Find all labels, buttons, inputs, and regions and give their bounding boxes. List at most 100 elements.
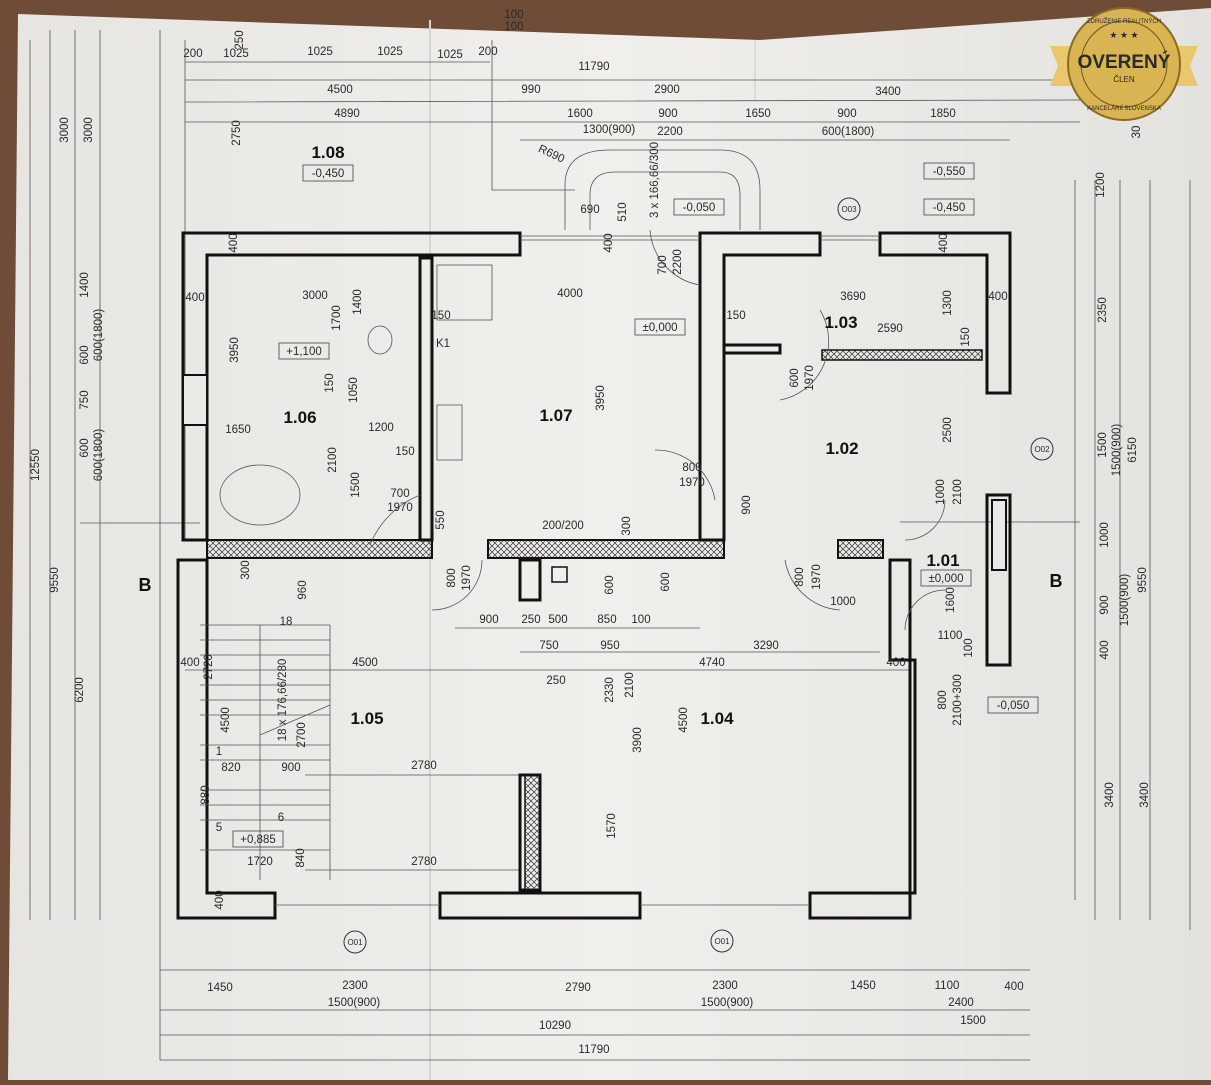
room-number: 1.05 [350, 709, 383, 728]
floor-level: -0,450 [312, 168, 345, 180]
dimension-label: 400 [988, 291, 1007, 303]
dimension-label: 1100 [935, 980, 960, 992]
dimension-label: 1570 [606, 813, 618, 839]
dimension-label: 990 [521, 84, 540, 96]
dimension-label: 3400 [1104, 782, 1116, 808]
dimension-label: 400 [1004, 981, 1023, 993]
level-box [923, 198, 975, 216]
dimension-label: 150 [431, 310, 450, 322]
dimension-label: 2780 [411, 856, 437, 868]
dimension-label: 1970 [461, 565, 473, 591]
floor-level: -0,550 [933, 166, 966, 178]
dimension-label: 400 [185, 292, 204, 304]
window-marker: O03 [841, 205, 857, 214]
verified-member-badge: ★ ★ ★ OVERENÝ ČLEN ZDRUŽENIE REALITNÝCH … [1050, 7, 1198, 121]
room-number: 1.04 [700, 709, 734, 728]
level-box [987, 696, 1039, 714]
dimension-label: 500 [548, 614, 567, 626]
dimension-label: 750 [539, 640, 558, 652]
dimension-label: 1600 [567, 108, 593, 120]
dimension-label: 11790 [578, 61, 609, 73]
dimension-label: 3900 [632, 727, 644, 753]
section-mark: B [139, 575, 152, 595]
level-box [920, 569, 972, 587]
dimension-label: 400 [228, 233, 240, 252]
dimension-label: 1400 [352, 289, 364, 315]
floor-level: -0,450 [933, 202, 966, 214]
dimension-label: 1720 [247, 856, 273, 868]
dimension-label: 9550 [49, 567, 61, 593]
dimension-label: 800 [937, 690, 949, 709]
dimension-label: 4500 [352, 657, 378, 669]
dimension-label: 1850 [930, 108, 956, 120]
dimension-label: 18 [280, 616, 293, 628]
level-box [232, 830, 284, 848]
dimension-label: 9550 [1137, 567, 1149, 593]
dimension-label: 200/200 [542, 520, 584, 532]
window-marker: O01 [347, 938, 363, 947]
dimension-label: 250 [234, 30, 246, 49]
dimension-label: 1970 [804, 365, 816, 391]
dimension-label: 800 [794, 567, 806, 586]
dimension-label: 300 [621, 516, 633, 535]
dimension-label: 6150 [1127, 437, 1139, 463]
dimension-label: 1650 [225, 424, 251, 436]
dimension-label: 400 [603, 233, 615, 252]
dimension-label: 2350 [1097, 297, 1109, 323]
dimension-label: 900 [281, 762, 300, 774]
dimension-label: 3690 [840, 291, 866, 303]
dimension-label: 4000 [557, 288, 583, 300]
dimension-label: 1500(900) [1119, 574, 1131, 627]
floor-level: ±0,000 [928, 573, 963, 585]
dimension-label: 1970 [387, 502, 413, 514]
dimension-label: 2790 [565, 982, 591, 994]
dimension-label: 1600 [945, 587, 957, 613]
level-box [302, 164, 354, 182]
dimension-label: 4500 [678, 707, 690, 733]
dimension-label: 1025 [377, 46, 403, 58]
dimension-label: 1500(900) [328, 997, 381, 1009]
floor-level: +1,100 [286, 346, 322, 358]
level-box [278, 342, 330, 360]
dimension-label: 3950 [595, 385, 607, 411]
dimension-label: 950 [600, 640, 619, 652]
dimension-label: 6 [278, 812, 284, 824]
dimension-label: 4500 [327, 84, 353, 96]
dimension-label: 150 [324, 373, 336, 392]
dimension-label: 10290 [539, 1020, 571, 1032]
dimension-label: 840 [295, 848, 307, 867]
dimension-label: 900 [479, 614, 498, 626]
dimension-label: 4500 [220, 707, 232, 733]
dimension-label: 400 [1099, 640, 1111, 659]
dimension-label: 200 [478, 46, 497, 58]
dimension-label: 1025 [223, 48, 249, 60]
room-number: 1.06 [283, 408, 316, 427]
dimension-label: 2780 [411, 760, 437, 772]
dimension-label: 1500 [960, 1015, 986, 1027]
dimension-label: 1300(900) [583, 124, 636, 136]
dimension-label: 300 [240, 560, 252, 579]
dimension-label: 100 [963, 638, 975, 657]
dimension-label: 2300 [342, 980, 368, 992]
dimension-label: 1025 [437, 49, 463, 61]
dimension-label: 800 [682, 462, 701, 474]
dimension-label: 900 [837, 108, 856, 120]
badge-top-text: ZDRUŽENIE REALITNÝCH [1087, 17, 1161, 25]
dimension-label: 4740 [699, 657, 725, 669]
dimension-label: 2590 [877, 323, 903, 335]
dimension-label: 2700 [296, 722, 308, 748]
dimension-label: 900 [658, 108, 677, 120]
window-marker-circle [710, 929, 734, 953]
level-box [634, 318, 686, 336]
level-box [923, 162, 975, 180]
dimension-label: 550 [435, 510, 447, 529]
floor-level: +0,885 [240, 834, 276, 846]
dimension-label: 18 x 176,66/280 [277, 659, 289, 742]
dimension-label: 2200 [657, 126, 683, 138]
dimension-label: 3290 [753, 640, 779, 652]
window-marker-circle [343, 930, 367, 954]
dimension-label: 1700 [331, 305, 343, 331]
dimension-label: 600(1800) [822, 126, 875, 138]
